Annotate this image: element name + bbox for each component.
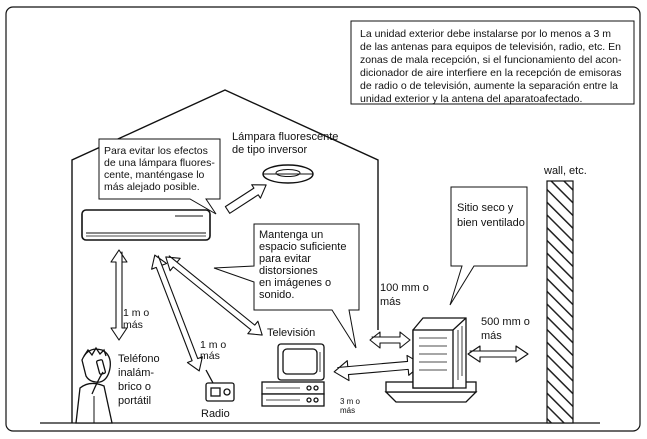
space-note-line: para evitar: [259, 253, 311, 265]
television-icon: [261, 343, 325, 407]
fluorescent-lamp-icon: [262, 164, 314, 184]
lamp-distance-arrow: [224, 184, 267, 214]
gap-3m-line: 3 m o: [340, 397, 361, 406]
dry-note-line: bien ventilado: [457, 217, 525, 229]
space-note-line: Mantenga un: [259, 229, 323, 241]
radio-distance-line: más: [200, 350, 220, 362]
phone-label-line: Teléfono: [118, 353, 160, 365]
lamp-note-line: Para evitar los efectos: [104, 145, 208, 157]
tv-distance-arrow: [165, 255, 263, 336]
radio-label: Radio: [201, 408, 230, 420]
gap-100mm-line: más: [380, 296, 401, 308]
radio-distance-label: 1 m o más: [200, 339, 229, 362]
wall-hatch: [546, 180, 574, 424]
gap-3m-label: 3 m o más: [340, 397, 362, 415]
lamp-label-line: de tipo inversor: [232, 144, 308, 156]
notice-line: unidad exterior y la antena del aparatoa…: [360, 93, 582, 105]
lamp-note-line: cente, manténgase lo: [104, 169, 205, 181]
indoor-unit-icon: [81, 209, 211, 241]
gap-500mm-arrow: [467, 345, 529, 363]
radio-distance-line: 1 m o: [200, 339, 226, 351]
radio-icon: [205, 369, 235, 402]
house-outline: [71, 89, 379, 423]
outdoor-unit-icon: [384, 317, 478, 403]
notice-line: de radio o de televisión, aumente la sep…: [360, 80, 618, 92]
gap-3m-arrow: [333, 354, 423, 382]
notice-line: dicionador de aire interfiere en la rece…: [360, 67, 621, 79]
space-note-line: distorsiones: [259, 265, 318, 277]
dry-note-line: Sitio seco y: [457, 202, 514, 214]
lamp-label-line: Lámpara fluorescente: [232, 131, 338, 143]
tv-label: Televisión: [267, 327, 315, 339]
person-with-phone-icon: [75, 346, 113, 424]
dry-note-text: Sitio seco y bien ventilado: [457, 202, 525, 229]
space-note-callout: [213, 223, 360, 349]
radio-distance-arrow: [151, 254, 203, 372]
phone-distance-label: 1 m o más: [123, 307, 152, 331]
notice-text: La unidad exterior debe instalarse por l…: [360, 28, 624, 105]
lamp-note-text: Para evitar los efectos de una lámpara f…: [104, 145, 218, 193]
gap-500mm-label: 500 mm o más: [481, 316, 533, 342]
space-note-line: espacio suficiente: [259, 241, 346, 253]
space-note-line: sonido.: [259, 289, 294, 301]
space-note-line: en imágenes o: [259, 277, 331, 289]
notice-line: La unidad exterior debe instalarse por l…: [360, 28, 611, 40]
phone-label-line: brico o: [118, 381, 151, 393]
diagram-frame: [5, 6, 641, 432]
lamp-note-line: más alejado posible.: [104, 181, 200, 193]
space-note-text: Mantenga un espacio suficiente para evit…: [259, 229, 350, 301]
dry-note-callout: [449, 186, 528, 306]
lamp-note-callout: [98, 138, 221, 215]
gap-500mm-line: más: [481, 330, 502, 342]
gap-3m-line: más: [340, 406, 355, 415]
wall-label: wall, etc.: [543, 165, 587, 177]
lamp-note-line: de una lámpara fluores-: [104, 157, 215, 169]
gap-100mm-label: 100 mm o más: [380, 282, 432, 308]
phone-distance-line: más: [123, 319, 143, 331]
phone-label-line: portátil: [118, 395, 151, 407]
phone-distance-arrow: [110, 249, 128, 341]
gap-500mm-line: 500 mm o: [481, 316, 530, 328]
phone-distance-line: 1 m o: [123, 307, 149, 319]
lamp-label: Lámpara fluorescente de tipo inversor: [232, 131, 341, 156]
notice-line: zonas de mala recepción, si el funcionam…: [360, 54, 622, 66]
phone-label: Teléfono inalám- brico o portátil: [118, 353, 163, 407]
notice-box: [350, 20, 635, 105]
gap-100mm-line: 100 mm o: [380, 282, 429, 294]
phone-label-line: inalám-: [118, 367, 154, 379]
notice-line: de las antenas para equipos de televisió…: [360, 41, 621, 53]
gap-100mm-arrow: [369, 331, 411, 349]
